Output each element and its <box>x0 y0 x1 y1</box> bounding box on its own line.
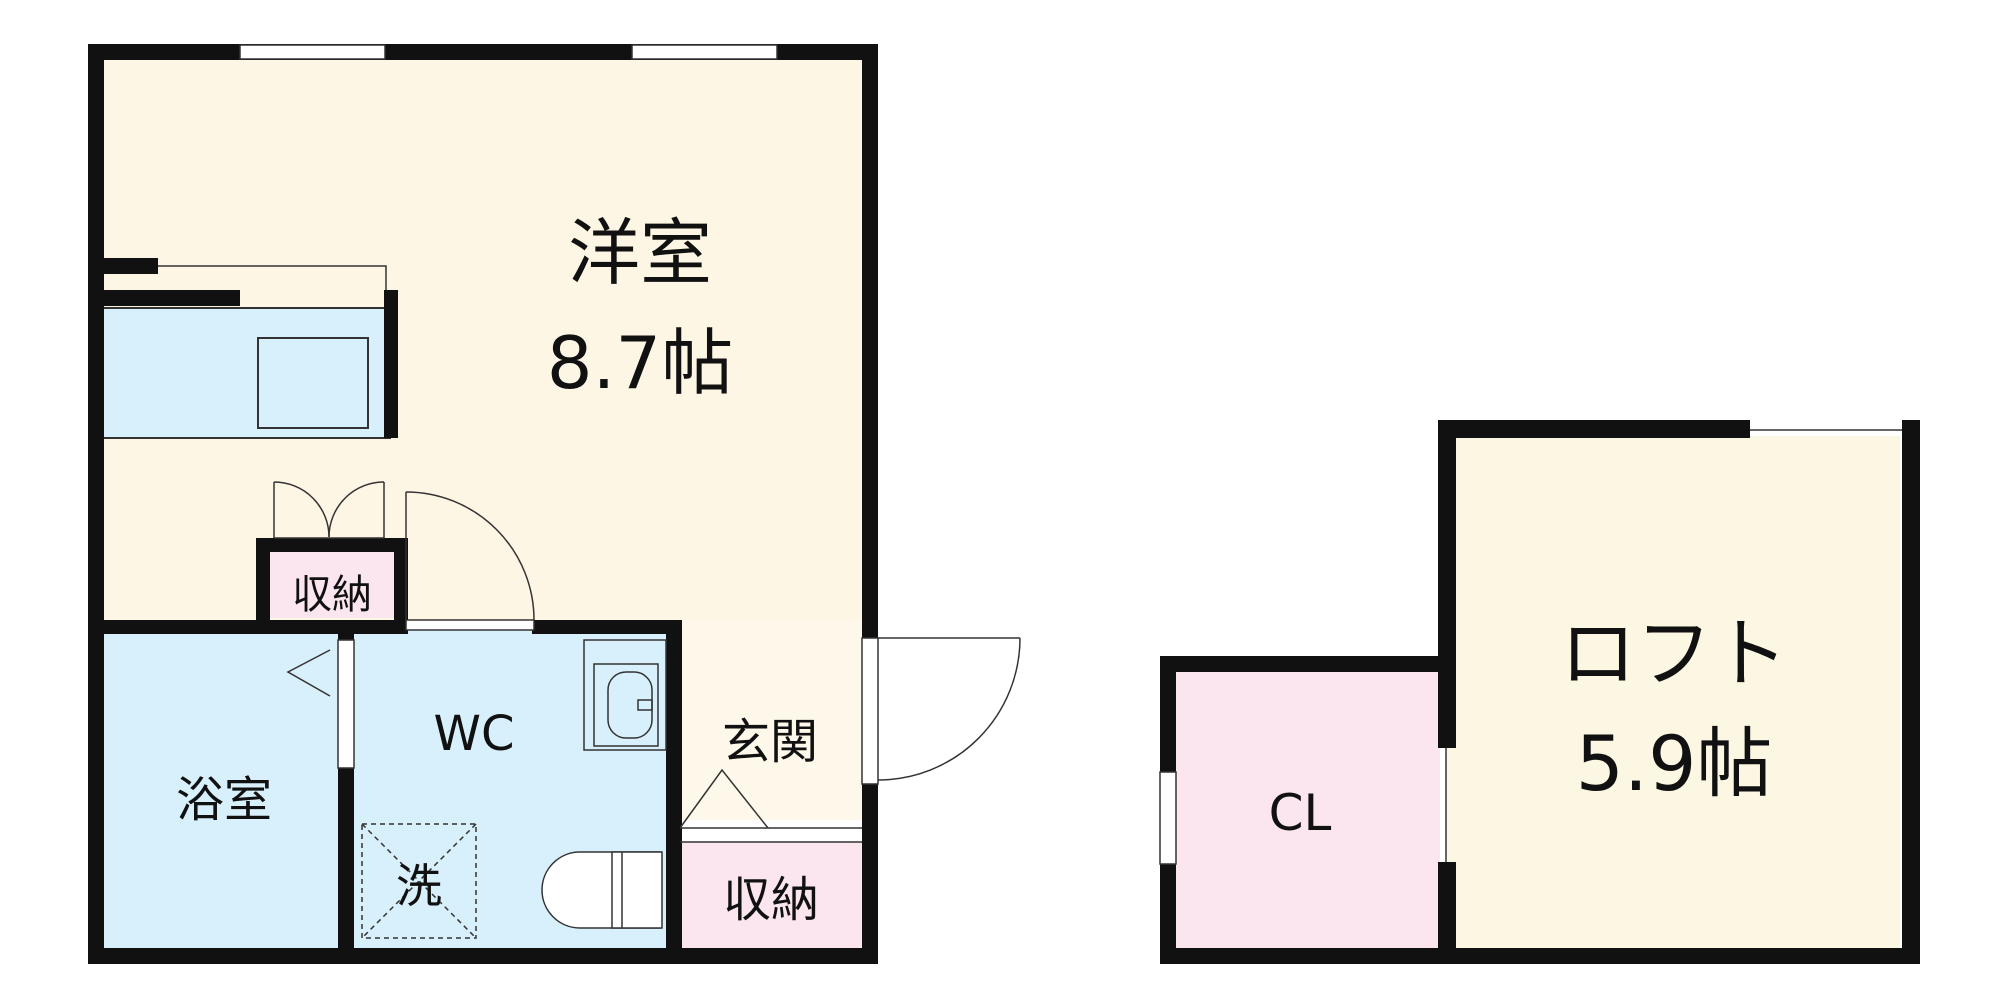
loft-name: ロフト <box>1560 609 1788 698</box>
western-room-name: 洋室 <box>568 211 712 295</box>
storage-lower-label: 収納 <box>723 872 819 928</box>
bathroom-floor <box>100 630 338 948</box>
loft-size: 5.9帖 <box>1576 719 1773 808</box>
western-room-size: 8.7帖 <box>547 321 734 405</box>
toilet-fixture <box>541 851 663 929</box>
wash-basin <box>583 639 667 751</box>
window-top-right <box>631 44 778 60</box>
entrance-label: 玄関 <box>722 714 818 770</box>
laundry-label: 洗 <box>396 859 442 913</box>
closet-window <box>1159 771 1177 865</box>
entrance-door <box>861 637 1021 785</box>
bathroom-sliding-door <box>286 639 355 769</box>
closet-floor <box>1168 672 1440 948</box>
storage-upper-floor <box>268 548 398 618</box>
bathroom-label: 浴室 <box>176 772 272 828</box>
loft-floor <box>1446 436 1900 948</box>
storage-upper-door <box>273 481 385 539</box>
closet-label: CL <box>1269 784 1332 842</box>
storage-upper-label: 収納 <box>292 572 372 618</box>
storage-lower-floor <box>680 842 870 948</box>
entrance-floor <box>680 620 870 820</box>
window-top-left <box>239 44 386 60</box>
kitchen-counter <box>99 258 398 439</box>
right-unit-walls <box>1160 420 1920 964</box>
toilet-label: WC <box>434 706 515 762</box>
laundry-pan <box>361 823 477 939</box>
entrance-step <box>679 768 862 843</box>
room-door <box>405 491 535 631</box>
